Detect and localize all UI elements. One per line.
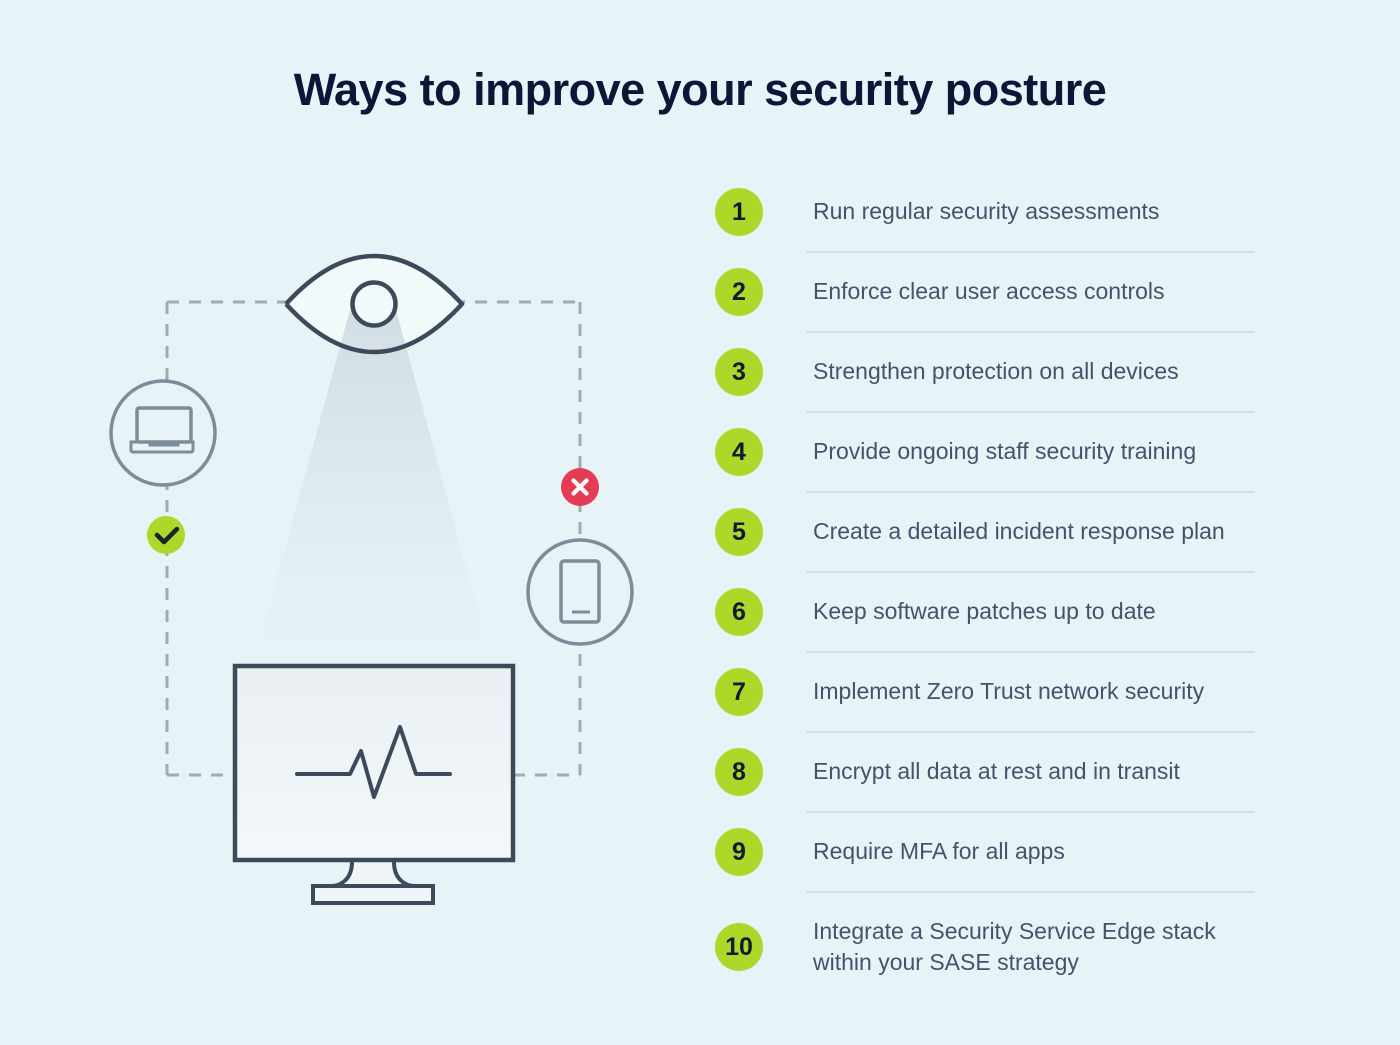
list-item: 9 Require MFA for all apps xyxy=(715,812,1255,893)
step-label: Create a detailed incident response plan xyxy=(813,518,1225,545)
step-label: Require MFA for all apps xyxy=(813,838,1065,865)
heartbeat-line xyxy=(295,725,452,799)
step-label: Strengthen protection on all devices xyxy=(813,358,1179,385)
step-number-badge: 4 xyxy=(715,428,763,476)
step-number-badge: 2 xyxy=(715,268,763,316)
smartphone-icon xyxy=(526,538,634,646)
eye-icon xyxy=(284,253,465,355)
step-label: Integrate a Security Service Edge stack … xyxy=(813,917,1216,975)
eye-beam xyxy=(256,310,490,655)
list-item: 2 Enforce clear user access controls xyxy=(715,252,1255,333)
step-number-badge: 8 xyxy=(715,748,763,796)
step-number-badge: 9 xyxy=(715,828,763,876)
step-label: Provide ongoing staff security training xyxy=(813,438,1197,465)
step-label: Encrypt all data at rest and in transit xyxy=(813,758,1180,785)
list-item: 8 Encrypt all data at rest and in transi… xyxy=(715,732,1255,813)
monitor-heartbeat-icon xyxy=(232,663,516,905)
list-item: 3 Strengthen protection on all devices xyxy=(715,332,1255,413)
list-item: 5 Create a detailed incident response pl… xyxy=(715,492,1255,573)
list-item: 4 Provide ongoing staff security trainin… xyxy=(715,412,1255,493)
step-number-badge: 10 xyxy=(715,923,763,971)
step-number-badge: 7 xyxy=(715,668,763,716)
x-icon xyxy=(561,468,599,506)
step-number-badge: 5 xyxy=(715,508,763,556)
list-item: 6 Keep software patches up to date xyxy=(715,572,1255,653)
list-item: 10 Integrate a Security Service Edge sta… xyxy=(715,892,1255,1002)
check-icon xyxy=(147,516,185,554)
eye-pupil xyxy=(350,280,398,328)
step-label: Implement Zero Trust network security xyxy=(813,678,1205,705)
step-label: Keep software patches up to date xyxy=(813,598,1156,625)
page-title: Ways to improve your security posture xyxy=(293,64,1107,115)
security-illustration xyxy=(109,253,634,905)
security-steps-list: 1 Run regular security assessments 2 Enf… xyxy=(715,172,1255,1002)
step-number-badge: 3 xyxy=(715,348,763,396)
step-number-badge: 6 xyxy=(715,588,763,636)
list-item: 1 Run regular security assessments xyxy=(715,172,1255,253)
list-item: 7 Implement Zero Trust network security xyxy=(715,652,1255,733)
step-number-badge: 1 xyxy=(715,188,763,236)
laptop-icon xyxy=(109,379,217,487)
step-label: Run regular security assessments xyxy=(813,198,1160,225)
step-label: Enforce clear user access controls xyxy=(813,278,1165,305)
